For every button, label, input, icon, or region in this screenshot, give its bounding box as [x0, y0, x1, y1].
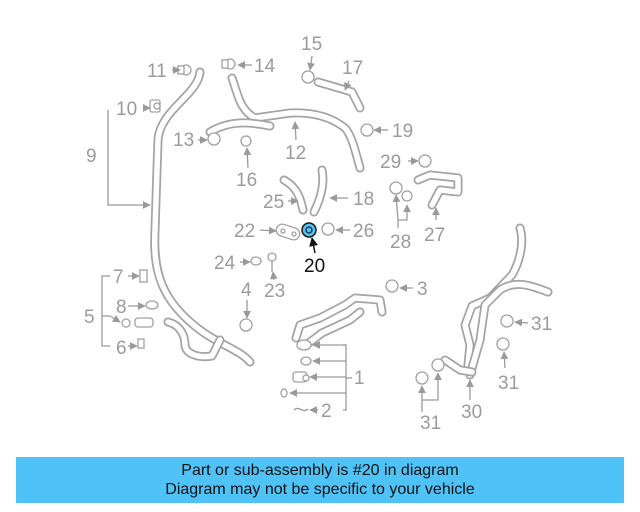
fittings-group-1	[280, 339, 312, 412]
callout-7: 7	[113, 267, 124, 288]
callout-31-left: 31	[420, 413, 441, 434]
clamp-25	[321, 222, 335, 236]
washer-23	[250, 256, 262, 266]
fittings-group-5	[121, 269, 159, 349]
callout-25: 26	[353, 221, 374, 242]
callout-5: 5	[84, 307, 95, 328]
clamp-31c	[431, 358, 445, 372]
callout-9: 9	[86, 146, 97, 167]
parts-diagram: 11 14 15 17 10 9 13 19 12 16 29 25 18 22…	[84, 34, 553, 434]
clamp-31b	[415, 371, 429, 385]
leader-20	[309, 237, 319, 254]
clamp-3	[385, 279, 399, 293]
part-20-highlighted	[301, 222, 317, 238]
callout-1: 1	[354, 368, 365, 389]
pipe-1-assembly	[291, 293, 387, 350]
clamp-19	[360, 123, 374, 137]
callout-numbers: 11 14 15 17 10 9 13 19 12 16 29 25 18 22…	[84, 34, 552, 434]
hose-26	[413, 170, 463, 210]
clamp-27a	[389, 181, 403, 195]
clamp-13	[207, 132, 221, 146]
clamp-28	[418, 154, 432, 168]
clamp-30	[500, 314, 514, 328]
hose-lower-left	[163, 317, 225, 362]
callout-10: 10	[116, 99, 137, 120]
callout-29: 30	[461, 402, 482, 423]
hose-12	[205, 73, 365, 173]
callout-26: 27	[424, 225, 445, 246]
callout-6: 6	[116, 338, 127, 359]
clamp-15	[301, 70, 315, 84]
callout-19: 19	[392, 121, 413, 142]
callout-18: 18	[353, 189, 374, 210]
pipe-29-assembly	[440, 223, 553, 380]
callout-8: 8	[116, 297, 127, 318]
callout-17: 17	[342, 58, 363, 79]
callout-23: 24	[214, 253, 236, 274]
callout-21: 22	[234, 221, 255, 242]
callout-12: 12	[285, 143, 306, 164]
callout-27: 28	[390, 232, 411, 253]
banner-line-2: Diagram may not be specific to your vehi…	[165, 481, 475, 498]
clamp-27b	[401, 190, 413, 202]
callout-3: 3	[417, 279, 428, 300]
clamp-11	[177, 64, 192, 76]
hose-17	[313, 77, 365, 113]
callout-28: 29	[380, 152, 401, 173]
fitting-10	[149, 99, 161, 113]
callout-20: 20	[304, 256, 325, 277]
callout-16: 16	[236, 170, 257, 191]
hose-24	[279, 165, 328, 217]
callout-30: 31	[531, 314, 552, 335]
callout-4: 4	[241, 280, 252, 301]
callout-15: 15	[301, 34, 322, 55]
leader-lines	[101, 55, 529, 414]
callout-24: 25	[263, 192, 284, 213]
banner-line-1: Part or sub-assembly is #20 in diagram	[181, 462, 459, 479]
bracket-21	[275, 223, 301, 241]
clamp-4	[239, 318, 253, 332]
info-banner: Part or sub-assembly is #20 in diagram D…	[16, 457, 624, 503]
callout-13: 13	[173, 130, 194, 151]
clamp-31a	[496, 337, 510, 351]
callout-31-right: 31	[498, 373, 519, 394]
clamp-16	[240, 135, 252, 147]
callout-11: 11	[147, 61, 167, 82]
clamp-14	[221, 58, 236, 70]
callout-22: 23	[264, 281, 285, 302]
sensor-22	[267, 252, 277, 272]
callout-2: 2	[321, 401, 332, 422]
callout-14: 14	[254, 56, 276, 77]
